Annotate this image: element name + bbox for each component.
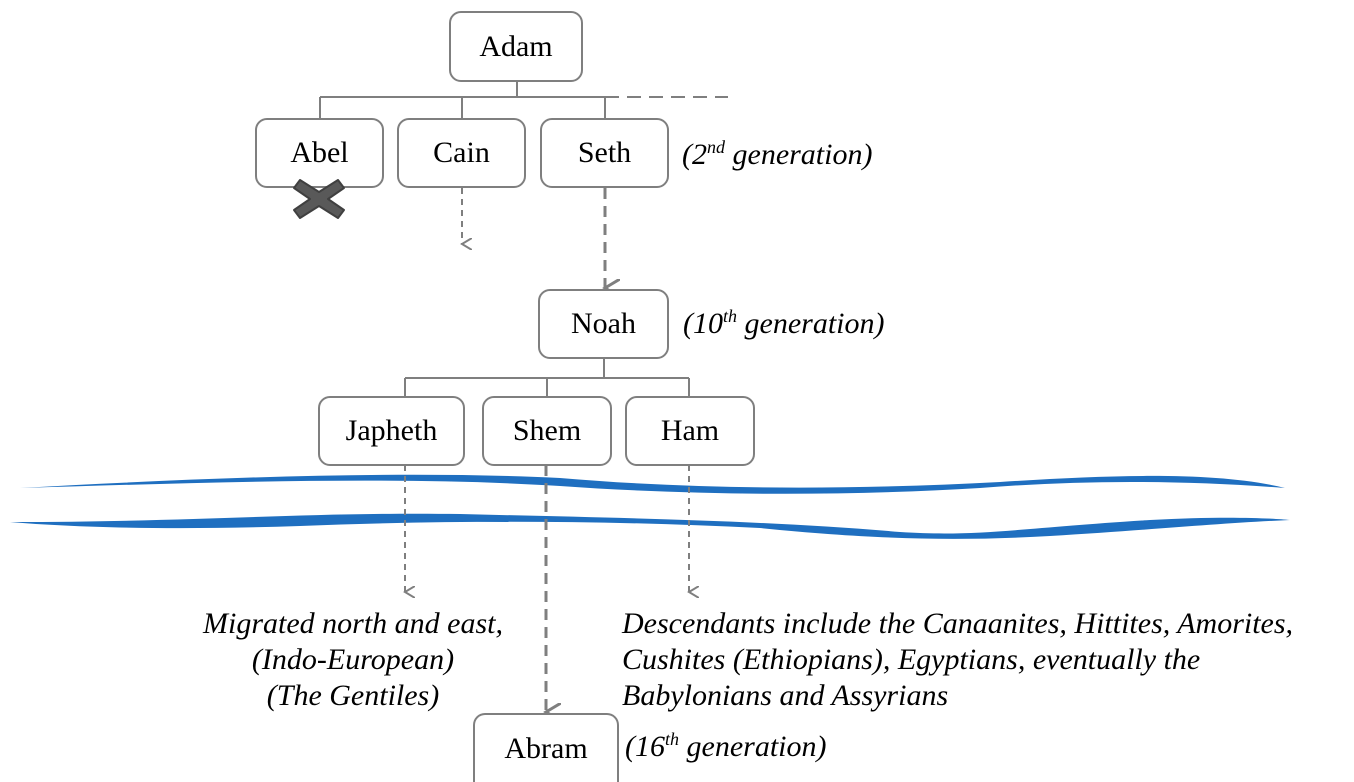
generation-label-abram: (16th generation) bbox=[625, 730, 826, 764]
node-noah: Noah bbox=[538, 289, 669, 359]
node-abram: Abram bbox=[473, 713, 619, 782]
node-abel: Abel bbox=[255, 118, 384, 188]
note-japheth: Migrated north and east, (Indo-European)… bbox=[188, 606, 518, 714]
generation-suffix: th bbox=[723, 306, 738, 326]
note-line: Babylonians and Assyrians bbox=[622, 679, 949, 712]
note-ham: Descendants include the Canaanites, Hitt… bbox=[622, 606, 1293, 714]
generation-rest: generation) bbox=[679, 730, 827, 763]
node-ham: Ham bbox=[625, 396, 755, 466]
note-line: Descendants include the Canaanites, Hitt… bbox=[622, 607, 1294, 640]
generation-rest: generation) bbox=[737, 307, 885, 340]
node-japheth: Japheth bbox=[318, 396, 465, 466]
node-cain: Cain bbox=[397, 118, 526, 188]
generation-open: (2 bbox=[682, 138, 707, 171]
note-line: (Indo-European) bbox=[251, 643, 455, 676]
note-line: Migrated north and east, bbox=[203, 607, 503, 640]
generation-open: (10 bbox=[683, 307, 723, 340]
generation-suffix: th bbox=[665, 729, 680, 749]
wave-icon bbox=[20, 474, 1285, 494]
generation-label-seth: (2nd generation) bbox=[682, 138, 872, 172]
generation-open: (16 bbox=[625, 730, 665, 763]
note-line: Cushites (Ethiopians), Egyptians, eventu… bbox=[622, 643, 1201, 676]
node-shem: Shem bbox=[482, 396, 612, 466]
node-seth: Seth bbox=[540, 118, 669, 188]
generation-label-noah: (10th generation) bbox=[683, 307, 884, 341]
cross-mark-icon bbox=[293, 179, 345, 219]
note-line: (The Gentiles) bbox=[266, 679, 440, 712]
node-adam: Adam bbox=[449, 11, 583, 82]
wave-icon-lower bbox=[10, 513, 1290, 539]
generation-suffix: nd bbox=[707, 137, 725, 157]
generation-rest: generation) bbox=[725, 138, 873, 171]
